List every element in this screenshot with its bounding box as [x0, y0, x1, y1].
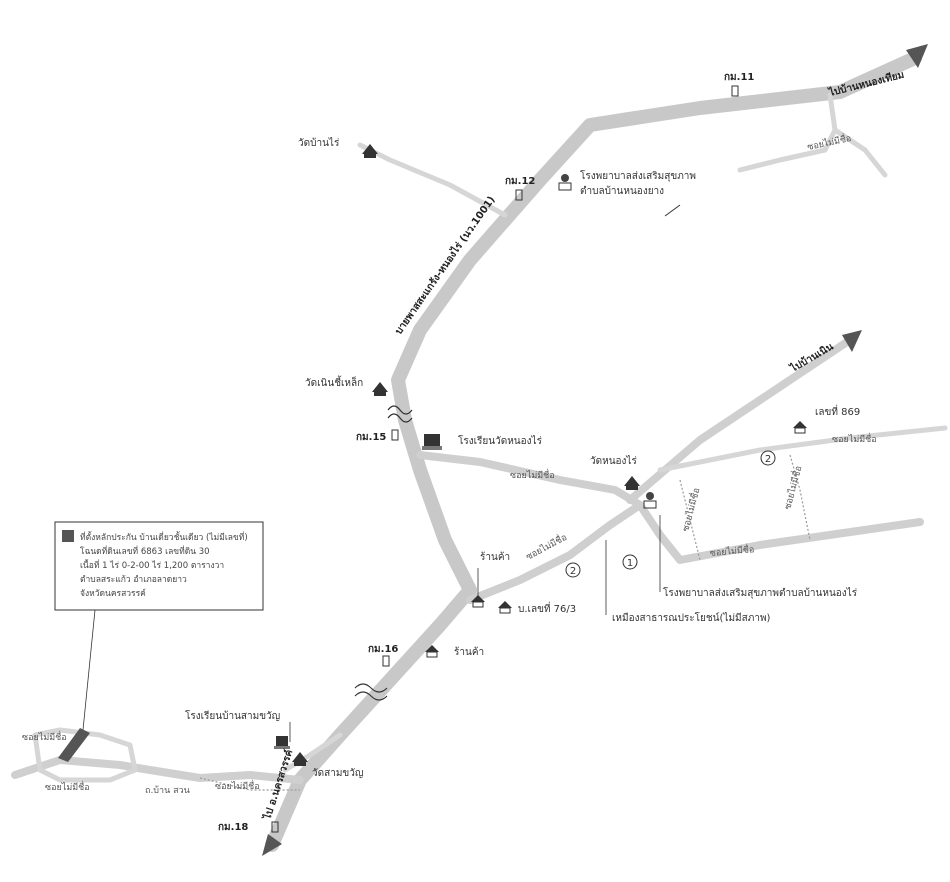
svg-text:1: 1: [627, 558, 633, 569]
temple-icon: [292, 752, 308, 766]
school-icon: [422, 434, 442, 450]
place-school-ban-sam-khwan: โรงเรียนบ้านสามขวัญ: [185, 709, 280, 722]
place-hospital-nong-rai: โรงพยาบาลส่งเสริมสุขภาพตำบลบ้านหนองไร่: [663, 586, 858, 599]
road-southwest: [11, 756, 304, 784]
place-hospital-top: โรงพยาบาลส่งเสริมสุขภาพ: [580, 169, 696, 182]
road-vertical-1: [789, 454, 811, 541]
road-label-no-name: ซอยไม่มีชื่อ: [45, 780, 90, 793]
legend-line: เนื้อที่ 1 ไร่ 0-2-00 ไร่ 1,200 ตารางวา: [80, 559, 224, 571]
house-icon: [471, 595, 485, 608]
km-label: กม.11: [724, 72, 754, 83]
km-marker-icon: [391, 429, 399, 441]
temple-icon: [372, 382, 388, 396]
marker-circle: 2: [565, 562, 581, 578]
road-label-to-ban-nong-thiam: ไปบ้านหนองเทียม: [827, 68, 906, 99]
legend-swatch: [62, 530, 74, 542]
hospital-icon: [558, 174, 572, 191]
place-school-wat-nong-rai: โรงเรียนวัดหนองไร่: [458, 434, 543, 447]
km-label: กม.16: [368, 644, 398, 655]
road-to-ban-noen: [626, 336, 854, 504]
road-label-small: ถ.บ้าน สวน: [145, 785, 190, 796]
road-sam-khwan: [282, 732, 343, 773]
place-public-well: เหมืองสาธารณประโยชน์(ไม่มีสภาพ): [612, 611, 771, 624]
temple-icon: [362, 144, 378, 158]
temple-icon: [624, 476, 640, 490]
road-label-no-name: ซอยไม่มีชื่อ: [215, 779, 260, 792]
marker-circle: 1: [622, 554, 638, 570]
road-label-no-name: ซอยไม่มีชื่อ: [832, 432, 877, 445]
svg-text:2: 2: [570, 566, 576, 577]
km-marker-icon: [731, 85, 739, 97]
svg-text:2: 2: [765, 454, 771, 465]
legend-line: จังหวัดนครสวรรค์: [80, 588, 146, 599]
road-sw-thin: [199, 777, 300, 791]
property-parcel: [58, 728, 90, 762]
marker-circle: 2: [760, 450, 776, 466]
road-label-no-name: ซอยไม่มีชื่อ: [709, 542, 755, 559]
arrow-ne-mid: [842, 330, 862, 352]
leader-line: [81, 609, 96, 741]
house-icon: [425, 645, 439, 658]
place-house-76-3: บ.เลขที่ 76/3: [518, 601, 576, 615]
legend-box: ที่ตั้งหลักประกัน บ้านเดี่ยวชั้นเดียว (ไ…: [54, 521, 264, 611]
place-wat-nong-rai: วัดหนองไร่: [590, 455, 637, 467]
place-hospital-top: ตำบลบ้านหนองยาง: [580, 185, 664, 197]
road-top-right-1: [737, 92, 838, 173]
highway-break-north: [387, 405, 413, 423]
road-to-shops: [466, 501, 644, 604]
highway-break-south: [354, 683, 388, 701]
place-shop: ร้านค้า: [454, 646, 484, 658]
hospital-icon: [643, 492, 657, 509]
road-label-no-name: ซอยไม่มีชื่อ: [780, 464, 804, 511]
km-marker-icon: [382, 655, 390, 667]
road-vertical-2: [679, 479, 701, 561]
km-marker-icon: [271, 821, 279, 833]
legend-line: ตำบลสระแก้ว อำเภอลาดยาว: [80, 574, 187, 585]
road-label-no-name: ซอยไม่มีชื่อ: [806, 131, 852, 153]
pointer-line: [664, 204, 681, 217]
arrow-ne-top: [906, 44, 928, 68]
road-top-right-2: [832, 127, 888, 178]
legend-line: โฉนดที่ดินเลขที่ 6863 เลขที่ดิน 30: [80, 545, 210, 557]
place-wat-ban-rai: วัดบ้านไร่: [298, 137, 340, 149]
place-house-869: เลขที่ 869: [815, 404, 860, 418]
road-label-no-name: ซอยไม่มีชื่อ: [510, 468, 555, 481]
place-wat-sam-khwan: วัดสามขวัญ: [312, 768, 363, 779]
road-label-main-route: บายพาสสะแกรัง-หนองไร่ (นว.1001): [392, 193, 498, 336]
house-icon: [498, 601, 512, 614]
km-label: กม.12: [505, 176, 535, 187]
place-shop: ร้านค้า: [480, 551, 510, 563]
road-label-no-name: ซอยไม่มีชื่อ: [678, 486, 702, 533]
km-label: กม.15: [356, 432, 386, 443]
km-marker-icon: [515, 189, 523, 201]
legend-line: ที่ตั้งหลักประกัน บ้านเดี่ยวชั้นเดียว (ไ…: [80, 531, 248, 543]
house-icon: [793, 421, 807, 434]
km-label: กม.18: [218, 822, 248, 833]
arrow-south: [262, 834, 282, 856]
road-sw-loop: [32, 727, 138, 783]
school-icon: [274, 736, 290, 749]
road-label-no-name: ซอยไม่มีชื่อ: [22, 730, 67, 743]
place-wat-noen: วัดเนินชี้เหล็ก: [305, 375, 363, 389]
road-east-869: [657, 425, 948, 473]
